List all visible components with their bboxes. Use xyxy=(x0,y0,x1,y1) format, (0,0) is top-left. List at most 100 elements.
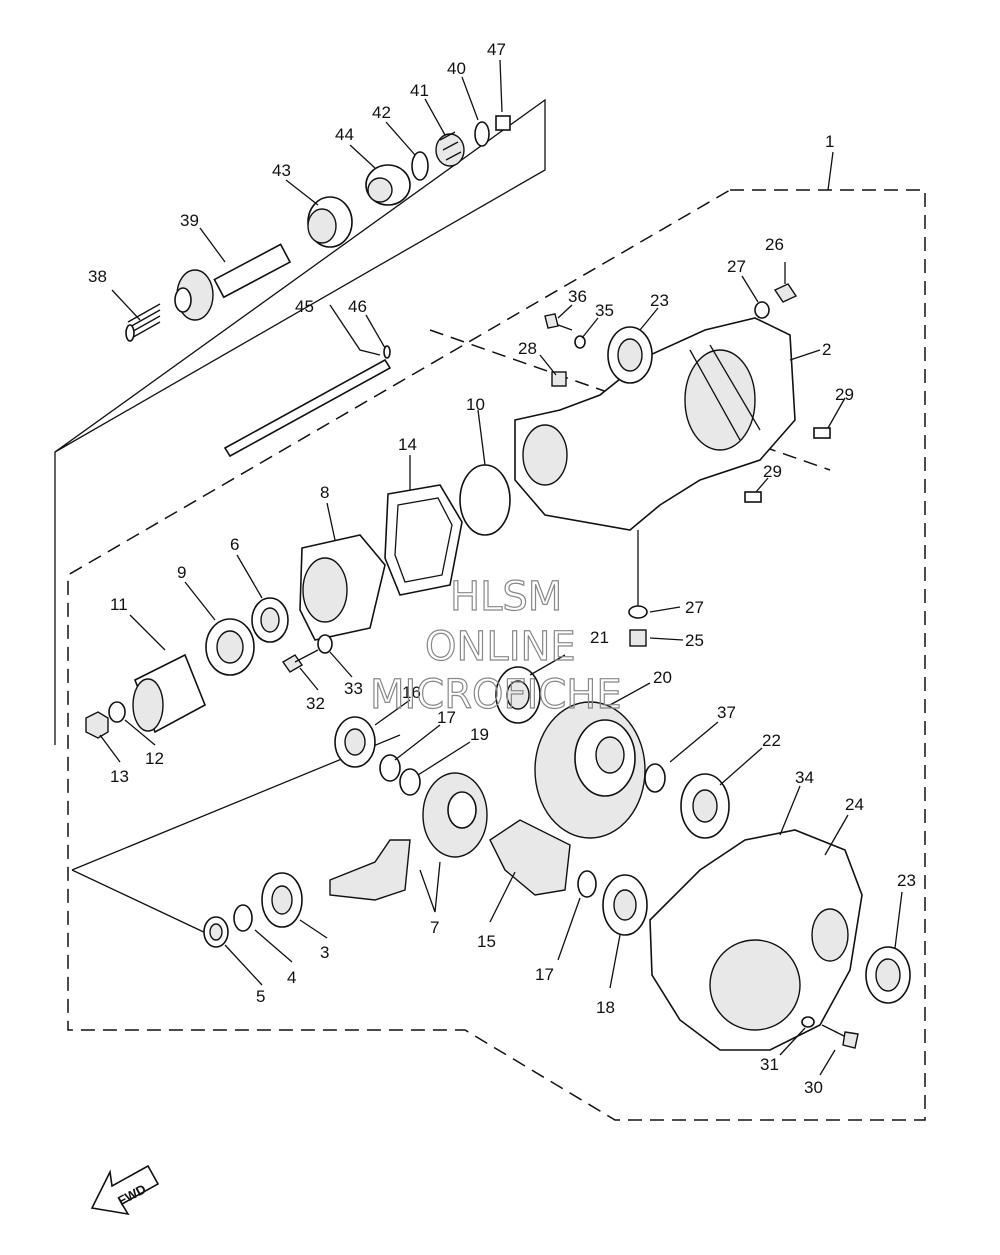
label-part-23-bottom: 23 xyxy=(897,871,916,890)
bearing-18 xyxy=(602,874,648,936)
label-part-12: 12 xyxy=(145,749,164,768)
label-part-45: 45 xyxy=(295,297,314,316)
label-part-21: 21 xyxy=(590,628,609,647)
spring-38 xyxy=(125,303,161,342)
label-part-44: 44 xyxy=(335,125,354,144)
label-part-10: 10 xyxy=(466,395,485,414)
label-part-16: 16 xyxy=(402,683,421,702)
dowel-29-mid xyxy=(744,491,762,503)
label-part-30: 30 xyxy=(804,1078,823,1097)
assembly-boundary xyxy=(67,189,926,1121)
pin-rod-45 xyxy=(223,358,392,458)
clip-46 xyxy=(383,345,391,359)
label-part-24: 24 xyxy=(845,795,864,814)
pinion-gear-15 xyxy=(489,819,571,896)
label-part-46: 46 xyxy=(348,297,367,316)
label-part-7: 7 xyxy=(430,918,439,937)
label-part-27-top: 27 xyxy=(727,257,746,276)
shim-4 xyxy=(233,904,253,932)
fitting-28 xyxy=(551,371,567,387)
label-part-41: 41 xyxy=(410,81,429,100)
drain-plug-25 xyxy=(629,629,647,647)
label-part-25: 25 xyxy=(685,631,704,650)
dowel-29-right xyxy=(813,427,831,439)
label-part-29-mid: 29 xyxy=(763,462,782,481)
label-part-15: 15 xyxy=(477,932,496,951)
label-part-22: 22 xyxy=(762,731,781,750)
label-part-33: 33 xyxy=(344,679,363,698)
label-part-34: 34 xyxy=(795,768,814,787)
bearing-44 xyxy=(365,164,411,206)
shim-37 xyxy=(644,763,666,793)
bearing-22 xyxy=(680,773,730,839)
oil-seal-6 xyxy=(251,597,289,643)
label-part-8: 8 xyxy=(320,483,329,502)
bevel-gear-7 xyxy=(329,772,488,901)
label-part-40: 40 xyxy=(447,59,466,78)
watermark-line-2: ONLINE xyxy=(425,624,576,670)
label-part-3: 3 xyxy=(320,943,329,962)
label-part-20: 20 xyxy=(653,668,672,687)
oil-seal-5 xyxy=(203,916,229,948)
label-part-37: 37 xyxy=(717,703,736,722)
o-ring-10 xyxy=(459,464,511,536)
label-part-29-right: 29 xyxy=(835,385,854,404)
bearing-housing-8 xyxy=(299,534,386,641)
label-part-32: 32 xyxy=(306,694,325,713)
label-part-1: 1 xyxy=(825,132,834,151)
label-part-43: 43 xyxy=(272,161,291,180)
circlip-42 xyxy=(411,151,429,181)
label-part-11: 11 xyxy=(110,595,128,614)
washer-12 xyxy=(108,701,126,723)
label-part-13: 13 xyxy=(110,767,129,786)
bearing-3 xyxy=(261,872,303,928)
label-part-18: 18 xyxy=(596,998,615,1017)
bolt-32 xyxy=(281,649,319,673)
label-part-14: 14 xyxy=(398,435,417,454)
washer-27-top xyxy=(754,301,770,319)
fwd-direction-arrow: FWD xyxy=(90,1164,160,1216)
shim-17-upper xyxy=(379,754,401,782)
label-part-17-lower: 17 xyxy=(535,965,554,984)
label-part-35: 35 xyxy=(595,301,614,320)
ring-gear-20 xyxy=(534,701,646,839)
leader-lines xyxy=(99,59,903,1076)
bearing-race-43 xyxy=(307,196,353,248)
label-part-38: 38 xyxy=(88,267,107,286)
oil-seal-23-top xyxy=(607,326,653,384)
bearing-9 xyxy=(205,618,255,676)
pin-35 xyxy=(574,335,586,349)
washer-33 xyxy=(317,634,333,654)
coupling-11 xyxy=(132,653,207,734)
label-part-36: 36 xyxy=(568,287,587,306)
plug-26 xyxy=(773,283,798,303)
label-part-42: 42 xyxy=(372,103,391,122)
label-part-19: 19 xyxy=(470,725,489,744)
label-part-5: 5 xyxy=(256,987,265,1006)
watermark-line-3: MICROFICHE xyxy=(370,672,622,718)
gasket-14 xyxy=(384,484,463,596)
label-part-47: 47 xyxy=(487,40,506,59)
needle-bearing-41 xyxy=(435,131,465,167)
nut-13 xyxy=(85,711,109,739)
label-part-4: 4 xyxy=(287,968,296,987)
oil-seal-23-bottom xyxy=(865,946,911,1004)
circlip-40 xyxy=(474,121,490,147)
upper-frame-line xyxy=(54,98,546,745)
label-part-26: 26 xyxy=(765,235,784,254)
label-part-17-upper: 17 xyxy=(437,708,456,727)
label-part-31: 31 xyxy=(760,1055,779,1074)
plug-47 xyxy=(495,115,511,131)
gearcase-housing-2 xyxy=(514,317,796,531)
shim-17-lower xyxy=(577,870,597,898)
washer-27-bottom xyxy=(628,605,648,619)
label-part-9: 9 xyxy=(177,563,186,582)
bolt-36 xyxy=(544,313,573,331)
bearing-16 xyxy=(334,716,376,768)
label-part-2: 2 xyxy=(822,340,831,359)
bearing-21 xyxy=(495,666,541,724)
bolt-30 xyxy=(821,1024,859,1049)
label-part-6: 6 xyxy=(230,535,239,554)
label-part-23-top: 23 xyxy=(650,291,669,310)
washer-31 xyxy=(801,1016,815,1028)
